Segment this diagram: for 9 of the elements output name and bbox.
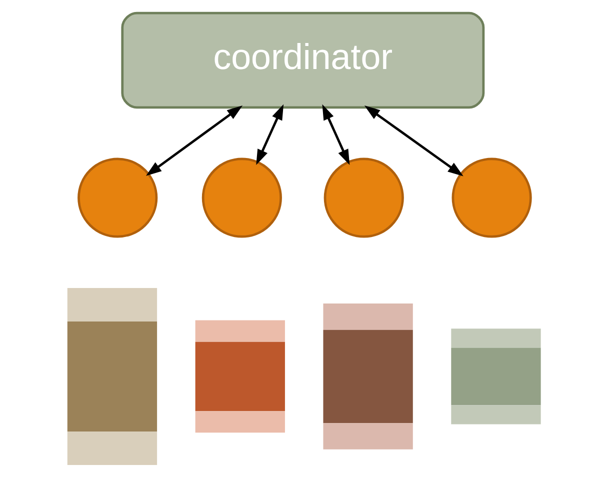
arrow [256,104,284,166]
node-circle [78,158,158,238]
arrow [364,105,464,176]
node-box: coordinator [121,12,485,109]
node-circle [452,158,532,238]
arrow [146,105,243,176]
node-circle [324,158,404,238]
arrow [322,104,350,166]
node-circle [202,158,282,238]
